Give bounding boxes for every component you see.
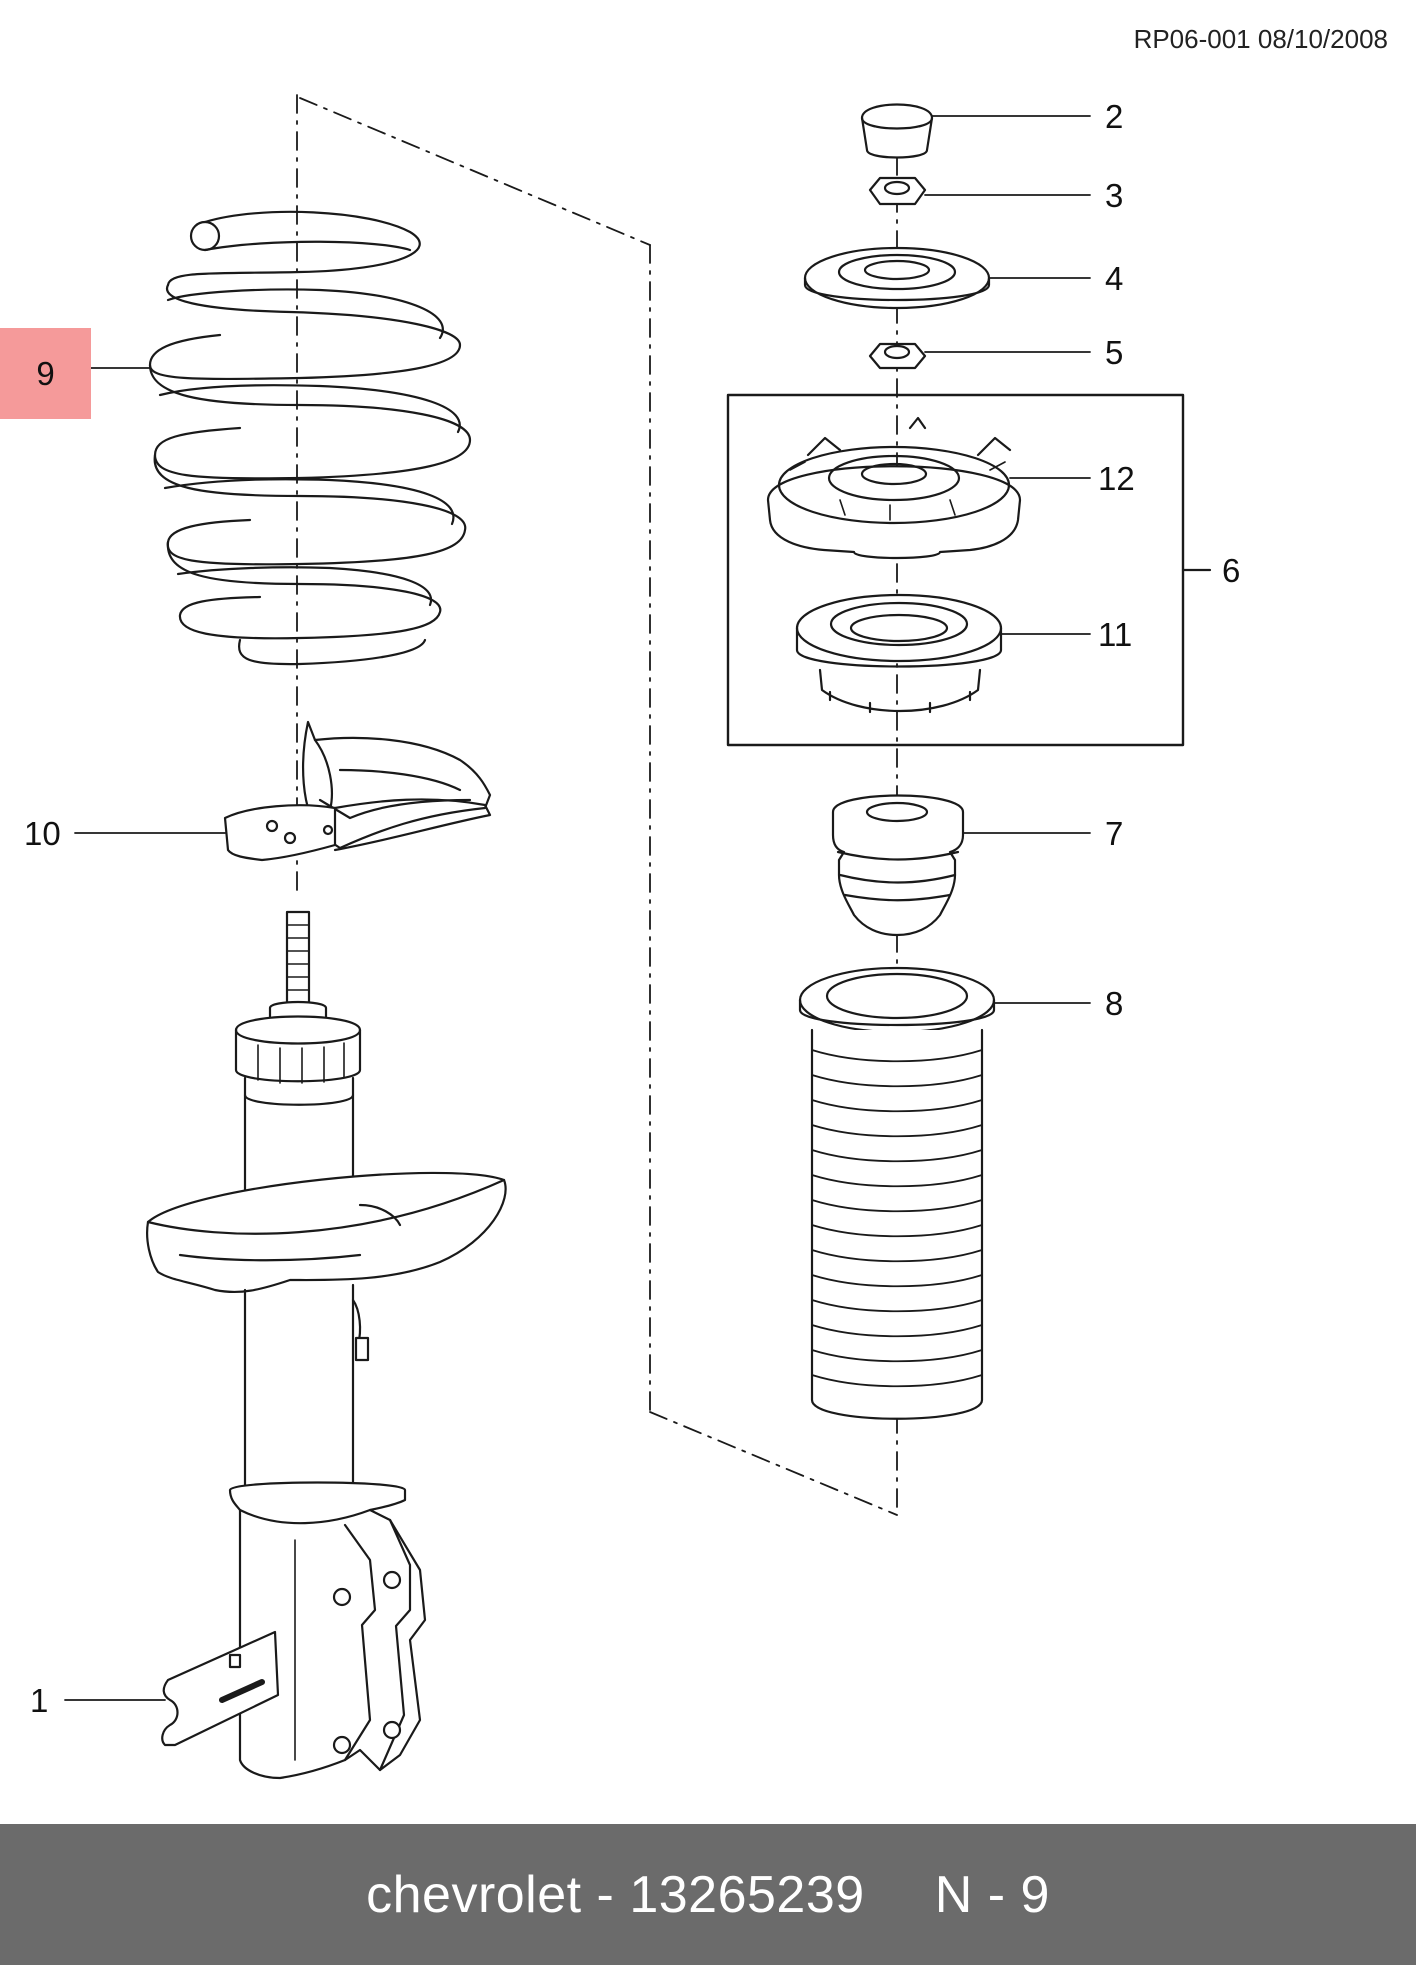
spring-insulator-part-10 [223, 720, 492, 862]
exploded-strut-diagram [64, 94, 1212, 1780]
callout-label-10: 10 [24, 815, 61, 852]
callout-label-3: 3 [1105, 177, 1124, 214]
callout-label-2: 2 [1105, 98, 1124, 135]
callout-label-5: 5 [1105, 334, 1124, 371]
callout-label-1: 1 [30, 1682, 49, 1719]
nut-part-5 [868, 342, 927, 370]
callout-label-8: 8 [1105, 985, 1124, 1022]
callout-label-4: 4 [1105, 260, 1124, 297]
bump-stop-part-7 [831, 794, 965, 937]
callout-label-12: 12 [1098, 460, 1135, 497]
washer-part-4 [803, 246, 991, 310]
nut-part-3 [868, 176, 927, 206]
bearing-part-11 [795, 593, 1003, 714]
footer-brand-part: chevrolet - 13265239 [366, 1865, 865, 1924]
document-reference: RP06-001 08/10/2008 [1133, 24, 1388, 54]
coil-spring-part-9 [148, 210, 472, 666]
strut-assembly-part-1 [146, 910, 507, 1780]
callout-label-9: 9 [36, 354, 55, 392]
strut-mount-part-12 [766, 416, 1022, 560]
cap-part-2 [860, 103, 934, 159]
footer-position: N - 9 [934, 1865, 1050, 1924]
leader-lines [64, 115, 1091, 1701]
callout-label-7: 7 [1105, 815, 1124, 852]
callout-label-11: 11 [1098, 616, 1133, 653]
dust-boot-part-8 [798, 966, 996, 1420]
callout-label-6: 6 [1222, 552, 1241, 589]
kit-box-part-6 [726, 393, 1185, 747]
footer-bar: chevrolet - 13265239 N - 9 [0, 1824, 1416, 1965]
highlighted-callout-9: 9 [0, 328, 91, 419]
